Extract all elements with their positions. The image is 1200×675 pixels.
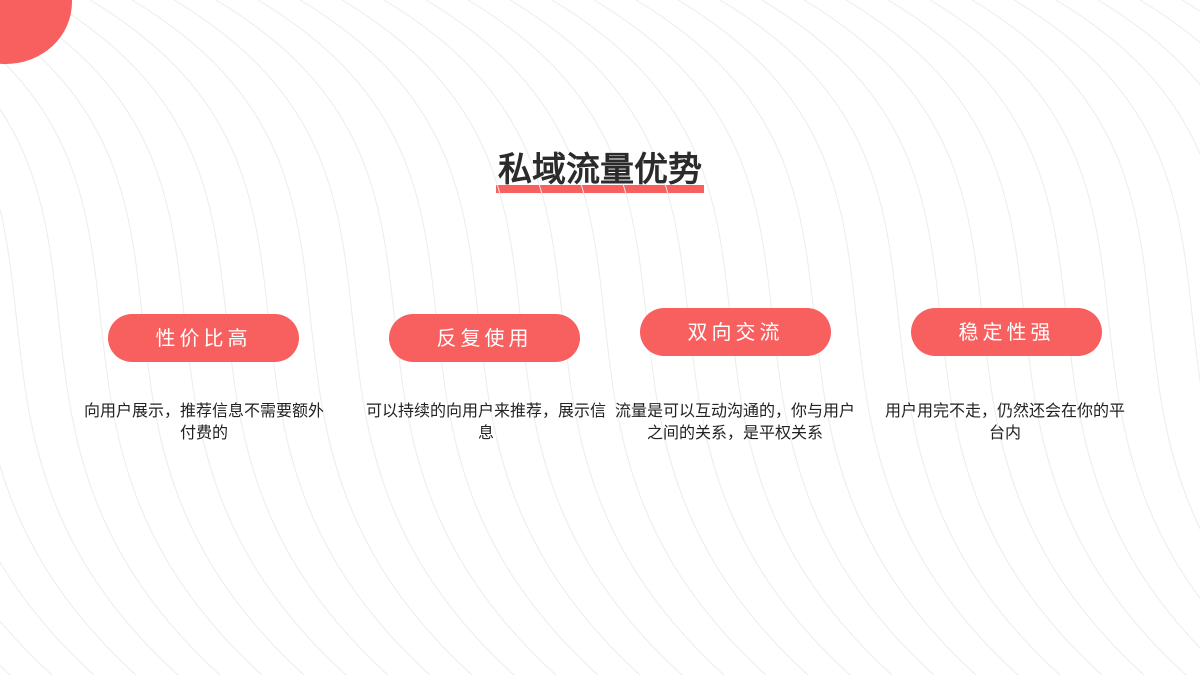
background-curve xyxy=(299,0,641,675)
card-description: 流量是可以互动沟通的，你与用户之间的关系，是平权关系 xyxy=(615,401,856,442)
background-curve xyxy=(971,0,1200,530)
pill-label: 稳定性强 xyxy=(958,320,1055,344)
background-curve xyxy=(0,207,179,675)
background-curve xyxy=(341,0,683,675)
background-curve xyxy=(0,108,221,675)
background-curve xyxy=(0,58,263,675)
pill-label: 双向交流 xyxy=(687,320,784,344)
background-curve xyxy=(1097,0,1200,86)
background-curve xyxy=(89,0,431,675)
title-area: 私域流量优势 xyxy=(0,146,1200,194)
background-curve xyxy=(215,0,557,675)
background-curve xyxy=(677,0,1019,675)
background-curve xyxy=(0,23,305,675)
background-curve xyxy=(425,0,767,675)
card-description: 向用户展示，推荐信息不需要额外付费的 xyxy=(84,401,325,442)
pill-cost-effective: 性价比高 xyxy=(108,314,299,362)
background-curve xyxy=(131,0,473,675)
card-description: 用户用完不走，仍然还会在你的平台内 xyxy=(885,401,1126,442)
background-curve xyxy=(257,0,599,675)
background-curve xyxy=(0,463,137,675)
background-curve xyxy=(0,561,95,675)
page-title: 私域流量优势 xyxy=(496,146,704,194)
background-curve xyxy=(1055,0,1200,156)
background-curve xyxy=(719,0,1061,675)
pill-label: 反复使用 xyxy=(436,326,533,350)
background-curve xyxy=(1181,0,1200,13)
pill-label: 性价比高 xyxy=(155,326,252,350)
background-curve xyxy=(0,664,11,675)
page-title-text: 私域流量优势 xyxy=(498,150,702,190)
background-curve xyxy=(5,0,347,675)
background-curve xyxy=(929,0,1200,599)
card-description: 可以持续的向用户来推荐，展示信息 xyxy=(366,401,607,442)
background-curve xyxy=(467,0,809,675)
pill-two-way: 双向交流 xyxy=(640,308,831,356)
background-curve xyxy=(47,0,389,675)
pill-reusable: 反复使用 xyxy=(389,314,580,362)
background-curve xyxy=(383,0,725,675)
pill-stable: 稳定性强 xyxy=(911,308,1102,356)
background-curve xyxy=(173,0,515,675)
background-curve xyxy=(1013,0,1200,385)
